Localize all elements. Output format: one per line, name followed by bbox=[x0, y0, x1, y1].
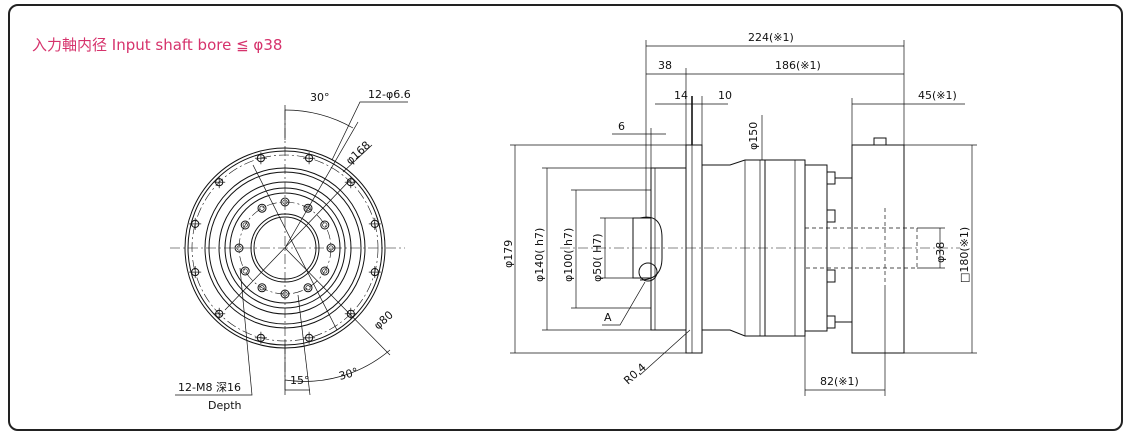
ring-2 bbox=[208, 171, 362, 325]
dia-38-label: φ38 bbox=[934, 242, 947, 263]
tapped-hole bbox=[234, 243, 244, 253]
tapped-hole-inner bbox=[236, 245, 242, 251]
depth-label: Depth bbox=[208, 399, 242, 412]
dim-38-label: 38 bbox=[658, 59, 672, 72]
tapped-hole bbox=[326, 243, 336, 253]
tap-pcd-circle bbox=[238, 201, 332, 295]
angle-arc-bottom-right bbox=[284, 349, 391, 382]
dim-82-label: 82(※1) bbox=[820, 375, 859, 388]
tapped-hole-inner bbox=[305, 285, 311, 291]
angle-bottom-label: 15° bbox=[290, 374, 310, 387]
angle-bottom-right-label: 30° bbox=[337, 365, 359, 383]
square-180-label: □180(※1) bbox=[958, 227, 971, 283]
input-bore-hidden bbox=[804, 227, 918, 269]
tapped-hole bbox=[240, 266, 250, 276]
tapped-hole-inner bbox=[242, 268, 248, 274]
dim-45-label: 45(※1) bbox=[918, 89, 957, 102]
ring-1 bbox=[204, 167, 366, 329]
radius-leader bbox=[639, 329, 691, 376]
front-diagonal-2 bbox=[224, 179, 351, 311]
drawing-title: 入力軸内径 Input shaft bore ≦ φ38 bbox=[32, 36, 283, 54]
front-diagonal-1 bbox=[252, 164, 338, 331]
bore-circle bbox=[250, 213, 320, 283]
angle-ray-top bbox=[284, 121, 359, 249]
tap-label: 12-M8 深16 bbox=[178, 381, 241, 394]
label-a: A bbox=[604, 311, 612, 324]
output-key bbox=[639, 216, 663, 281]
bolt-1 bbox=[826, 171, 836, 185]
tapped-hole-inner bbox=[259, 205, 265, 211]
bolt-2 bbox=[826, 209, 836, 223]
holes-label: 12-φ6.6 bbox=[368, 88, 411, 101]
dim-6-label: 6 bbox=[618, 120, 625, 133]
ring-5 bbox=[229, 192, 341, 304]
drawing-frame bbox=[8, 4, 1123, 431]
tapped-hole bbox=[303, 203, 313, 213]
dim-14-label: 14 bbox=[674, 89, 688, 102]
ring-4 bbox=[224, 187, 346, 309]
tapped-hole bbox=[303, 283, 313, 293]
tapped-holes bbox=[234, 197, 336, 299]
pcd-label: φ168 bbox=[343, 139, 373, 168]
tapped-hole-inner bbox=[259, 285, 265, 291]
tapped-hole bbox=[257, 283, 267, 293]
angle-ray-bottom bbox=[297, 294, 311, 396]
tapped-hole-inner bbox=[242, 222, 248, 228]
tapped-hole bbox=[280, 289, 290, 299]
dia-100-label: φ100( h7) bbox=[562, 228, 575, 282]
holes-leader bbox=[331, 101, 408, 161]
bolt-3 bbox=[826, 269, 836, 283]
dia-50-label: φ50( H7) bbox=[591, 233, 604, 282]
output-flange bbox=[650, 167, 687, 331]
bore-inner-circle bbox=[253, 216, 317, 280]
tapped-hole-inner bbox=[282, 291, 288, 297]
input-plug bbox=[873, 137, 887, 146]
tapped-hole-inner bbox=[322, 222, 328, 228]
input-adapter-block bbox=[851, 144, 905, 354]
tapped-hole-inner bbox=[282, 199, 288, 205]
dia-150-label: φ150 bbox=[747, 122, 760, 150]
label-a-leader bbox=[602, 281, 646, 326]
dim-186-label: 186(※1) bbox=[775, 59, 821, 72]
tapped-hole-inner bbox=[305, 205, 311, 211]
tap-leader bbox=[175, 267, 253, 396]
angle-top-label: 30° bbox=[310, 91, 330, 104]
outer-bolt-holes bbox=[189, 152, 381, 344]
tapped-hole bbox=[257, 203, 267, 213]
detail-a-circle bbox=[638, 262, 658, 282]
ring-3 bbox=[218, 181, 352, 315]
dim-10-label: 10 bbox=[718, 89, 732, 102]
front-view: 30° 12-φ6.6 φ168 φ80 30° 15° 12-M8 深16 D… bbox=[170, 88, 411, 412]
tapped-hole-inner bbox=[322, 268, 328, 274]
dia-179-label: φ179 bbox=[502, 240, 515, 268]
dia-140-label: φ140( h7) bbox=[533, 228, 546, 282]
tapped-hole bbox=[280, 197, 290, 207]
mounting-flange bbox=[685, 144, 703, 354]
bolt-4 bbox=[826, 315, 836, 329]
tapped-hole bbox=[320, 266, 330, 276]
tapped-hole-inner bbox=[328, 245, 334, 251]
angle-arc-top bbox=[284, 109, 354, 129]
pcd-leader bbox=[342, 144, 373, 173]
tapped-hole bbox=[240, 220, 250, 230]
side-view: 224(※1) 38 186(※1) 14 10 45(※1) 6 φ150 φ… bbox=[502, 31, 977, 396]
dim-224-label: 224(※1) bbox=[748, 31, 794, 44]
bore-leader bbox=[284, 247, 391, 356]
tapped-hole bbox=[320, 220, 330, 230]
radius-label: R0.4 bbox=[621, 361, 648, 387]
bore-label: φ80 bbox=[371, 308, 396, 332]
